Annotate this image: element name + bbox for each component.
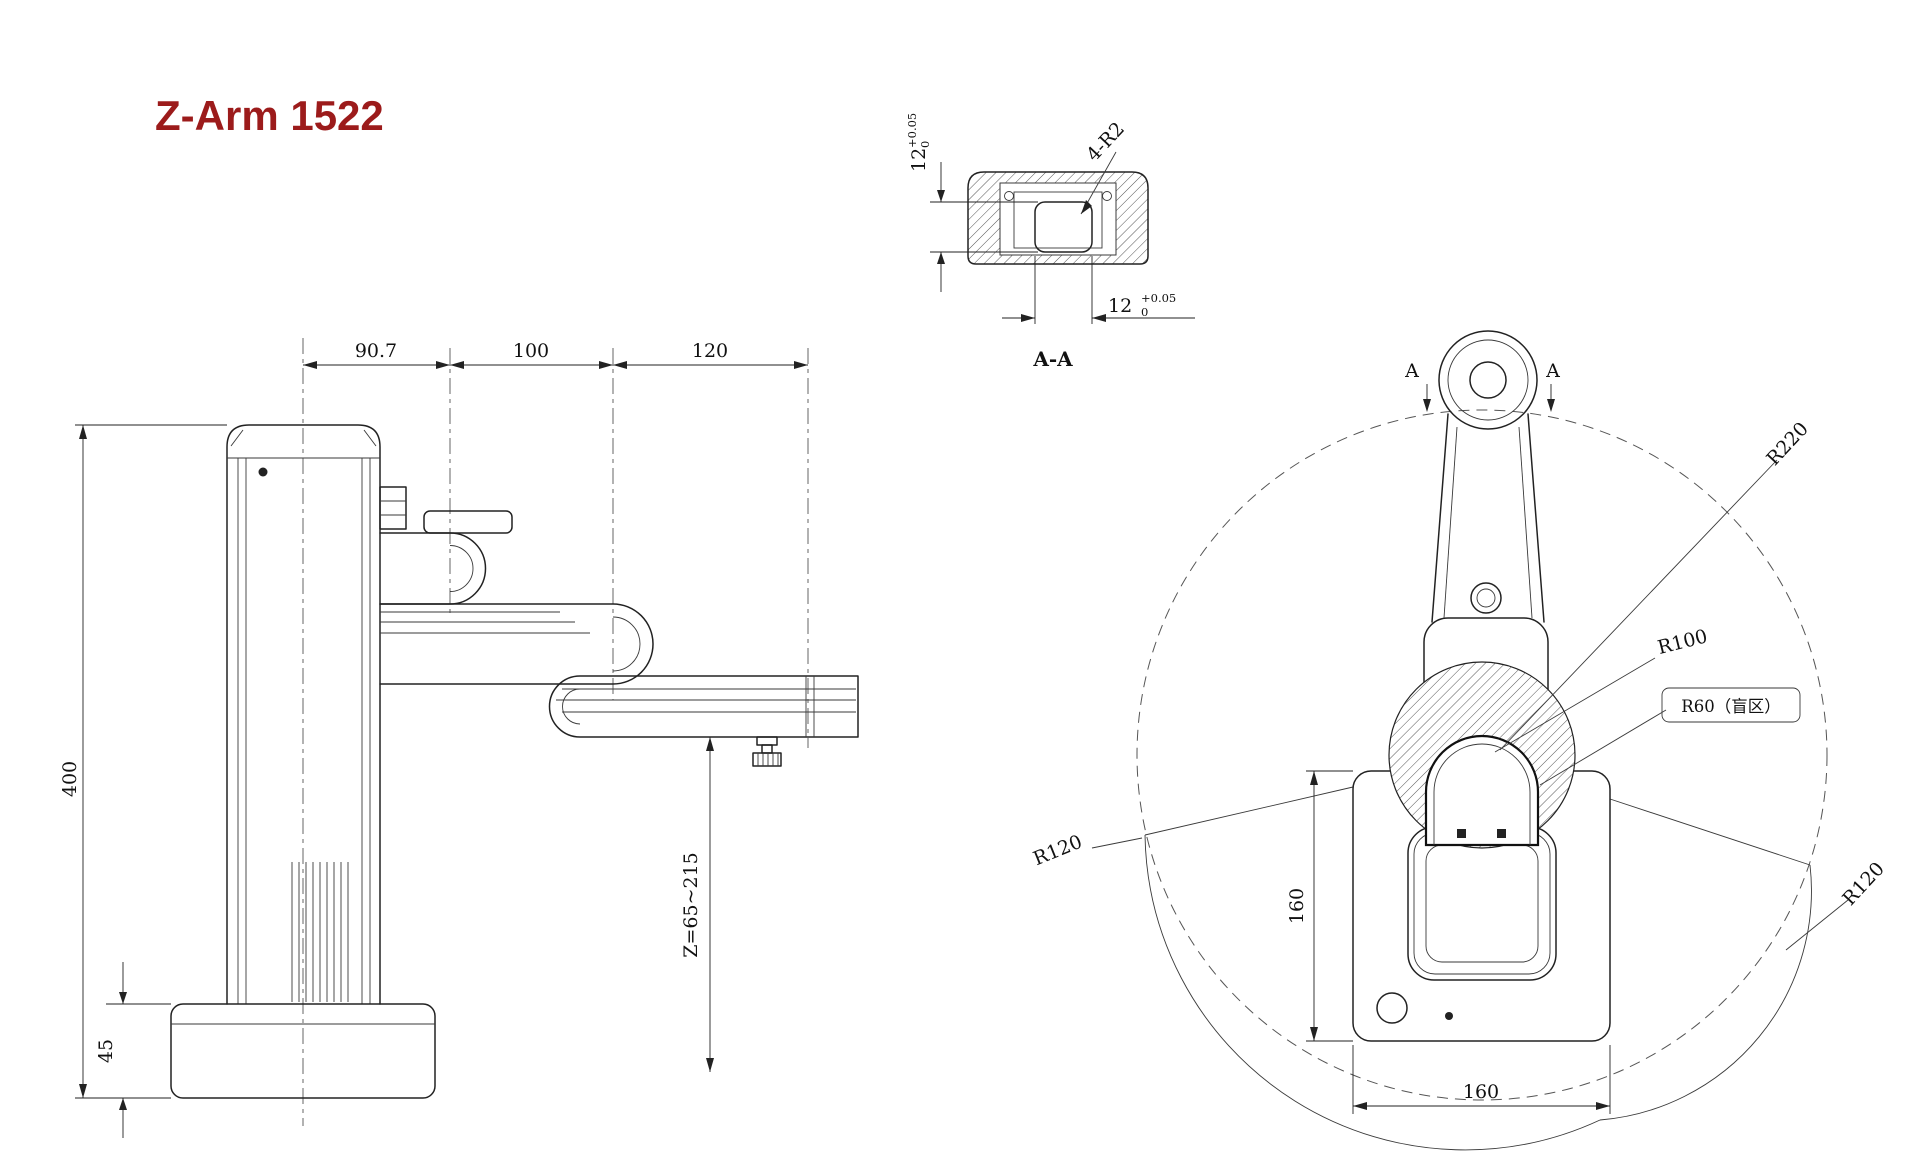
section-dim-h-tol-top: +0.05	[1141, 291, 1176, 305]
column-screw-dot	[258, 467, 268, 477]
section-screw-left	[1004, 191, 1014, 201]
section-mark-a-left: A	[1404, 360, 1419, 382]
shoulder-blind-zone	[1388, 661, 1576, 849]
arm-link3	[548, 675, 859, 738]
dim-120: 120	[692, 340, 728, 362]
elbow-screw	[1470, 582, 1502, 614]
section-mark-a-right: A	[1545, 360, 1560, 382]
top-dimension-chain: 90.7 100 120	[303, 340, 808, 369]
column-ribs	[291, 862, 349, 1002]
arm-bracket	[379, 486, 407, 530]
section-dim-v-tol-top: +0.05	[905, 113, 919, 148]
top-view: A A R220 R100 R60（盲区） R120	[1030, 330, 1889, 1151]
label-r100: R100	[1655, 625, 1709, 659]
shoulder-dome	[1424, 734, 1540, 847]
section-dim-vertical: 12 +0.05 0	[905, 113, 1038, 292]
section-note-4r2: 4-R2	[1082, 118, 1129, 166]
section-dim-horizontal: 12 +0.05 0	[1002, 256, 1195, 324]
robot-arm-side	[379, 486, 859, 767]
dim-90-7: 90.7	[355, 340, 397, 362]
dim-160-h-label: 160	[1463, 1081, 1499, 1103]
end-effector-screw	[752, 736, 782, 767]
section-dim-v-tol-bottom: 0	[918, 141, 932, 148]
dim-z-label: Z=65~215	[680, 852, 702, 957]
label-r220: R220	[1762, 418, 1813, 470]
work-envelope-arc-left	[1144, 834, 1601, 1151]
wrist-joint-outer	[1438, 330, 1538, 430]
work-envelope-r220	[1136, 409, 1828, 1101]
section-view-aa: 12 +0.05 0 4-R2 12 +0.05 0 A-A	[905, 113, 1195, 371]
label-r120-left: R120	[1030, 831, 1085, 870]
page-title: Z-Arm 1522	[155, 92, 384, 139]
robot-column	[226, 424, 381, 1005]
wrist-joint-bore	[1469, 361, 1507, 399]
work-envelope-arc-right	[1599, 864, 1812, 1121]
section-dim-h-value: 12	[1108, 295, 1132, 317]
arm-link2	[379, 603, 654, 685]
dim-160-horizontal: 160	[1352, 1045, 1611, 1114]
section-square-hole	[1034, 201, 1093, 253]
arm-link1	[379, 532, 487, 605]
label-r60-blind-zone: R60（盲区）	[1681, 697, 1780, 716]
arm-link1-cap	[423, 510, 513, 534]
dim-100: 100	[513, 340, 549, 362]
dim-45-label: 45	[95, 1039, 117, 1063]
robot-base-side	[170, 1003, 436, 1099]
dim-160-v-label: 160	[1286, 888, 1308, 924]
base-pin-dot	[1445, 1012, 1453, 1020]
section-screw-right	[1102, 191, 1112, 201]
dim-45: 45	[95, 962, 171, 1138]
section-dim-h-tol-bottom: 0	[1141, 305, 1148, 319]
base-mount-hole	[1376, 992, 1408, 1024]
section-dim-v-value: 12	[908, 148, 930, 172]
dim-160-vertical: 160	[1286, 770, 1353, 1042]
side-view: 90.7 100 120 400 45	[59, 338, 859, 1138]
dim-z-stroke: Z=65~215	[680, 737, 714, 1072]
dim-400: 400	[59, 424, 227, 1099]
section-cut-marks: A A	[1404, 360, 1560, 412]
blind-zone-box	[1661, 687, 1801, 723]
section-label-aa: A-A	[1032, 347, 1073, 371]
section-pocket	[999, 182, 1117, 256]
dim-400-label: 400	[59, 761, 81, 797]
label-r120-right: R120	[1838, 858, 1889, 910]
